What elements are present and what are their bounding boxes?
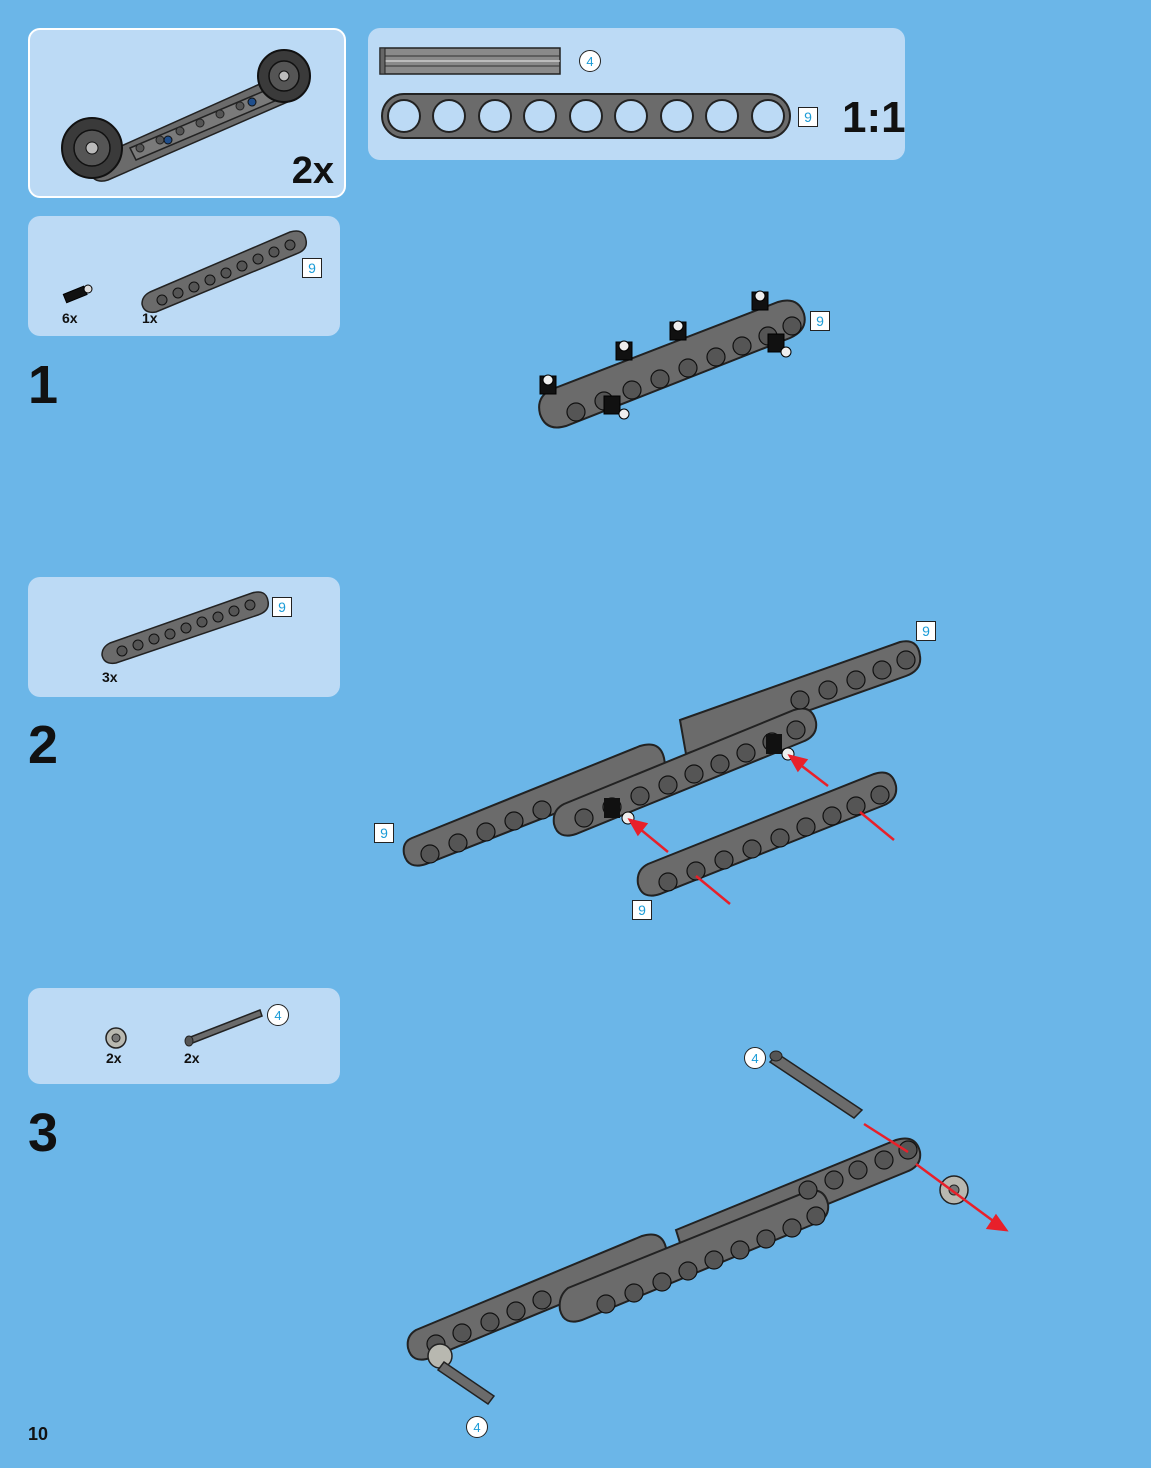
part-qty-bush: 2x	[106, 1050, 122, 1066]
subassembly-model-icon	[61, 49, 311, 182]
scale-label: 1:1	[842, 93, 906, 142]
part-length-badge: 9	[272, 597, 292, 617]
subassembly-panel: 2x	[28, 28, 346, 198]
bush-icon	[105, 1027, 127, 1049]
beam-icon	[101, 591, 270, 665]
step-number-3: 3	[28, 1103, 59, 1163]
axle-icon	[768, 1050, 864, 1119]
step2-callout-9-top: 9	[916, 621, 936, 641]
beam-icon	[141, 230, 308, 314]
step3-parts-panel: 2x 2x 4	[28, 988, 340, 1084]
part-length-badge: 9	[302, 258, 322, 278]
step1-model	[538, 290, 806, 429]
axle-scale-icon	[379, 47, 561, 75]
step2-model	[402, 640, 922, 905]
part-qty-beam: 1x	[142, 310, 158, 326]
page-number: 10	[28, 1424, 49, 1444]
axle-icon	[184, 1009, 263, 1047]
step2-callout-9-left: 9	[374, 823, 394, 843]
part-length-badge: 4	[267, 1004, 289, 1026]
part-qty-pin: 6x	[62, 310, 78, 326]
subassembly-multiplier: 2x	[291, 150, 334, 192]
step1-parts-panel: 6x 1x 9	[28, 216, 340, 336]
left-sprocket-icon	[61, 117, 123, 179]
step1-callout-9: 9	[810, 311, 830, 331]
step-number-2: 2	[28, 715, 59, 775]
beam-length-badge: 9	[798, 107, 818, 127]
step2-callout-9-bottom: 9	[632, 900, 652, 920]
scale-reference-panel: 4 9 1:1	[368, 28, 906, 160]
part-qty-beam: 3x	[102, 669, 118, 685]
step2-parts-panel: 3x 9	[28, 577, 340, 697]
step3-callout-4-top: 4	[744, 1047, 766, 1069]
step3-model	[406, 1050, 1009, 1406]
axle-length-badge: 4	[579, 50, 601, 72]
assembly-arrow-icon	[863, 1122, 1009, 1232]
right-sprocket-icon	[257, 49, 311, 103]
assembly-arrow-icon	[627, 754, 895, 905]
step-number-1: 1	[28, 355, 59, 415]
friction-pin-icon	[62, 284, 93, 304]
step3-callout-4-bottom: 4	[466, 1416, 488, 1438]
part-qty-axle: 2x	[184, 1050, 200, 1066]
beam-scale-icon	[381, 93, 791, 139]
